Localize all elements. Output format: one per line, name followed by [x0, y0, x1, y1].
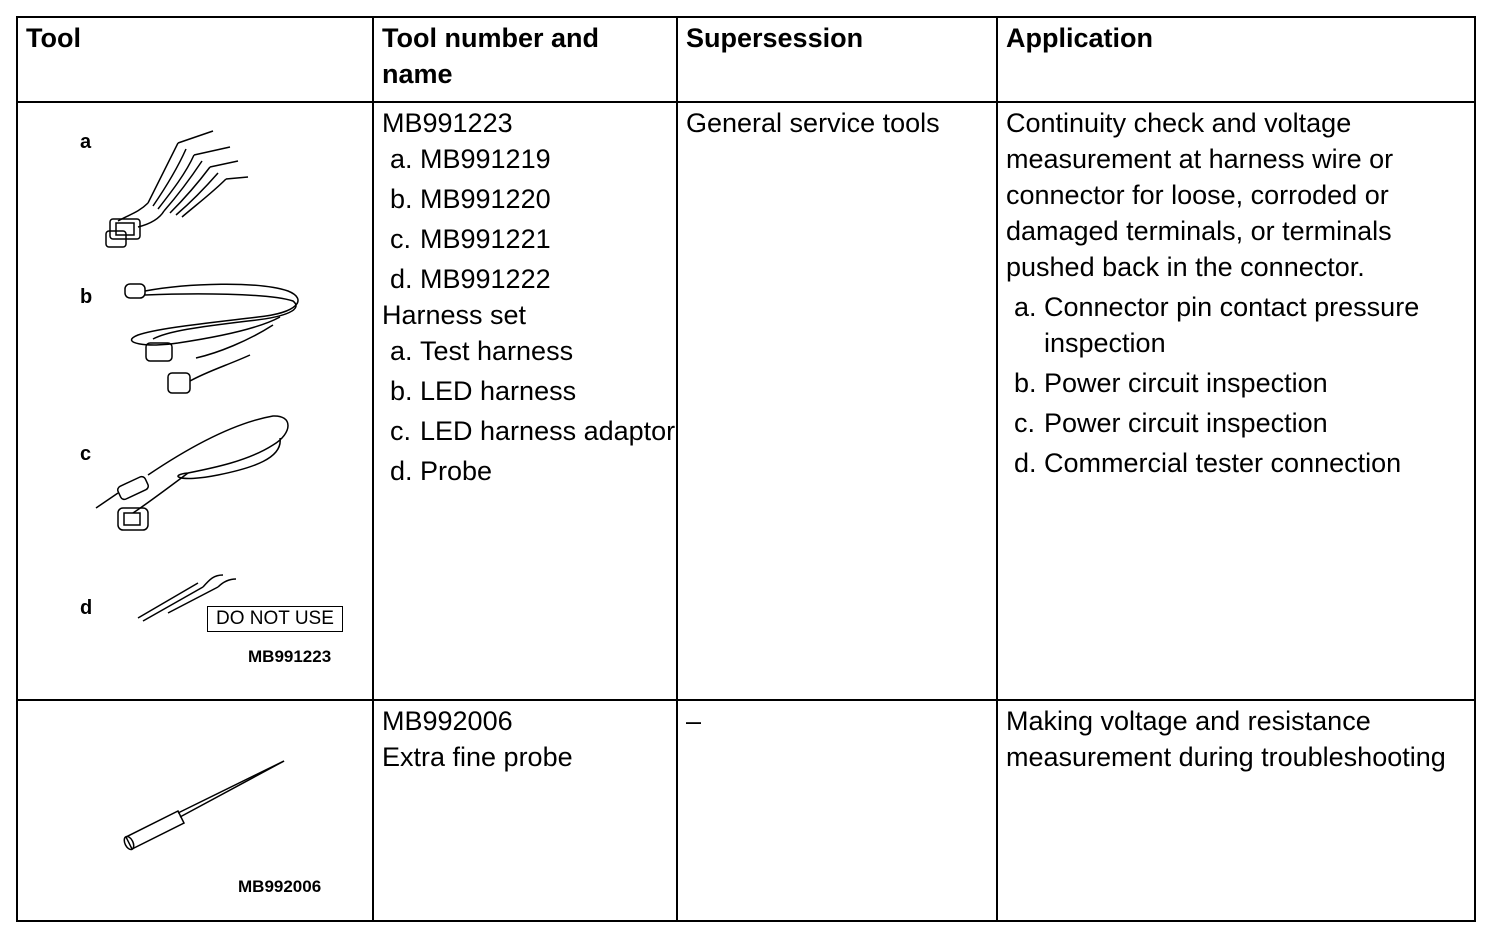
sub-tool-number: MB991221 — [420, 224, 551, 254]
label-c: c — [80, 443, 92, 465]
tool-illustration-cell: MB992006 — [16, 699, 374, 922]
sub-tool-number: MB991219 — [420, 144, 551, 174]
tool-number-name-cell: MB992006 Extra fine probe — [372, 699, 678, 922]
tool-illustration-cell: a b c d DO NOT USE MB991223 — [16, 101, 374, 701]
application-text: Making voltage and resistance measuremen… — [1006, 706, 1446, 772]
sub-tool-name: LED harness adaptor — [420, 416, 676, 446]
led-harness-adaptor-drawing — [95, 415, 289, 531]
label-a: a — [80, 131, 92, 153]
application-cell: Continuity check and voltage measurement… — [996, 101, 1476, 701]
test-harness-drawing — [105, 130, 249, 248]
application-text: Continuity check and voltage measurement… — [1006, 108, 1394, 282]
sub-tool-number: MB991222 — [420, 264, 551, 294]
sub-tool-name: Test harness — [420, 336, 574, 366]
list-marker: c. — [1014, 408, 1036, 438]
table-row: a b c d DO NOT USE MB991223 MB991223 a.M… — [16, 101, 1476, 701]
tool-number: MB991223 — [382, 108, 513, 138]
illustration-caption: MB992006 — [238, 877, 322, 896]
list-marker: a. — [390, 144, 413, 174]
header-supersession: Supersession — [676, 16, 998, 103]
tool-number: MB992006 — [382, 706, 513, 736]
header-tool-number-name: Tool number and name — [372, 16, 678, 103]
supersession-text: General service tools — [686, 108, 940, 138]
sub-tool-name: LED harness — [420, 376, 577, 406]
do-not-use-warning: DO NOT USE — [207, 606, 343, 632]
application-item: Connector pin contact pressure inspectio… — [1044, 292, 1420, 358]
header-application: Application — [996, 16, 1476, 103]
list-marker: b. — [1014, 368, 1037, 398]
application-item: Power circuit inspection — [1044, 368, 1328, 398]
list-marker: c. — [390, 416, 412, 446]
sub-tool-number: MB991220 — [420, 184, 551, 214]
extra-fine-probe-illustration — [123, 760, 285, 851]
application-cell: Making voltage and resistance measuremen… — [996, 699, 1476, 922]
supersession-text: – — [686, 706, 702, 736]
tool-name: Extra fine probe — [382, 742, 573, 772]
application-item: Commercial tester connection — [1044, 448, 1402, 478]
list-marker: b. — [390, 376, 413, 406]
list-marker: c. — [390, 224, 412, 254]
application-item: Power circuit inspection — [1044, 408, 1328, 438]
tool-number-name-cell: MB991223 a.MB991219 b.MB991220 c.MB99122… — [372, 101, 678, 701]
list-marker: a. — [1014, 292, 1037, 322]
list-marker: d. — [1014, 448, 1037, 478]
label-d: d — [80, 597, 93, 619]
tool-name: Harness set — [382, 300, 527, 330]
list-marker: d. — [390, 264, 413, 294]
probe-drawing — [137, 574, 237, 622]
label-b: b — [80, 286, 93, 308]
illustration-caption: MB991223 — [248, 647, 332, 666]
special-tools-table: Tool Tool number and name Supersession A… — [16, 16, 1476, 922]
list-marker: b. — [390, 184, 413, 214]
supersession-cell: General service tools — [676, 101, 998, 701]
table-header-row: Tool Tool number and name Supersession A… — [16, 16, 1476, 103]
led-harness-drawing — [124, 283, 299, 394]
harness-set-illustration — [95, 130, 299, 622]
supersession-cell: – — [676, 699, 998, 922]
header-tool: Tool — [16, 16, 374, 103]
sub-tool-name: Probe — [420, 456, 493, 486]
list-marker: a. — [390, 336, 413, 366]
list-marker: d. — [390, 456, 413, 486]
table-row: MB992006 MB992006 Extra fine probe – Mak… — [16, 699, 1476, 922]
